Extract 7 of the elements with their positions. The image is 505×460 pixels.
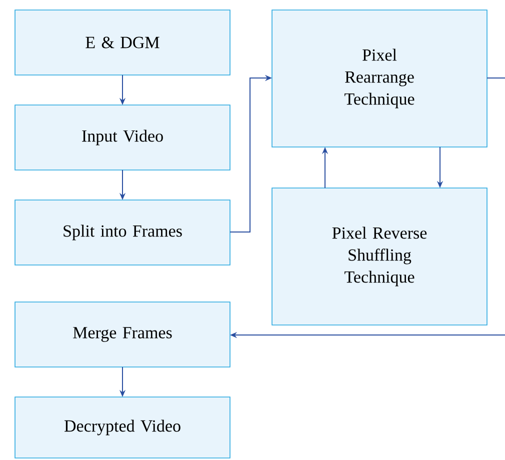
process-box: Pixel Reverse Shuffling Technique	[272, 188, 488, 326]
process-box: Split into Frames	[14, 200, 230, 266]
process-box: Decrypted Video	[14, 396, 230, 458]
process-box: Pixel Rearrange Technique	[272, 10, 488, 148]
process-box: Merge Frames	[14, 302, 230, 368]
process-box: Input Video	[14, 104, 230, 170]
process-box: E & DGM	[14, 10, 230, 76]
